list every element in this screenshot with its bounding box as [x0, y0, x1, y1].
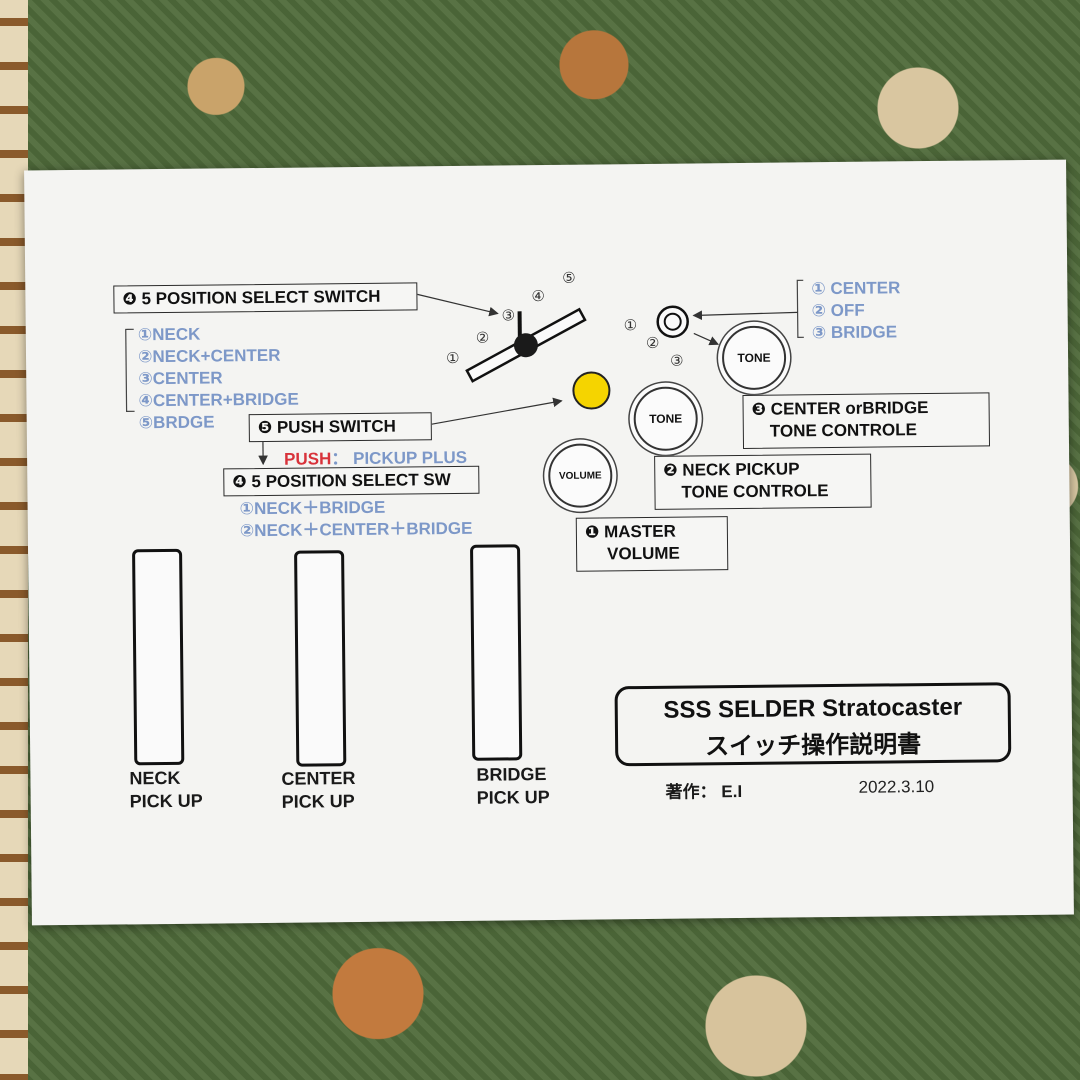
- position-item: ①NECK: [137, 324, 201, 345]
- lever-position-number: ②: [475, 329, 490, 347]
- pickup-label-line: CENTER: [281, 768, 356, 789]
- tone2-callout-line: ❸ CENTER orBRIDGE: [751, 398, 929, 419]
- combo-item: ①NECK＋BRIDGE: [239, 497, 386, 519]
- carpet-border: [0, 0, 28, 1080]
- push-combo-list: ①NECK＋BRIDGE ②NECK＋CENTER＋BRIDGE: [240, 496, 473, 542]
- tone1-callout-line: TONE CONTROLE: [681, 481, 829, 502]
- lever-position-number: ⑤: [562, 269, 576, 287]
- connector-lines: [125, 279, 804, 466]
- push-switch-label: ❺ PUSH SWITCH: [248, 412, 432, 443]
- bridge-pickup: [470, 544, 523, 761]
- instruction-sheet: ❹ 5 POSITION SELECT SWITCH ①NECK ②NECK+C…: [24, 159, 1074, 926]
- mini-switch-item: ③ BRIDGE: [811, 322, 898, 343]
- lever-position-number: ③: [501, 307, 516, 325]
- neck-pickup-label: NECK PICK UP: [129, 767, 202, 814]
- mini-switch-number: ①: [623, 317, 638, 335]
- volume-callout-line: ❶ MASTER: [584, 521, 676, 542]
- volume-callout: ❶ MASTER VOLUME: [575, 516, 729, 572]
- volume-knob: VOLUME: [547, 443, 613, 509]
- pickup-label-line: BRIDGE: [476, 764, 547, 785]
- center-pickup: [294, 550, 347, 767]
- position-item: ③CENTER: [138, 368, 223, 389]
- mini-switch-list: ① CENTER ② OFF ③ BRIDGE: [811, 277, 901, 344]
- tone1-callout-line: ❷ NECK PICKUP: [663, 459, 800, 480]
- title-box: SSS SELDER Stratocaster スイッチ操作説明書: [614, 682, 1012, 767]
- combo-item: ②NECK＋CENTER＋BRIDGE: [239, 518, 473, 541]
- pickup-label-line: PICK UP: [129, 790, 203, 812]
- position-item: ②NECK+CENTER: [137, 345, 281, 367]
- pickup-label-line: PICK UP: [281, 791, 355, 812]
- author: 著作： E.I: [665, 781, 743, 802]
- tone-knob-1: TONE: [633, 386, 699, 452]
- pickup-label-line: PICK UP: [476, 787, 550, 808]
- tone-knob-2: TONE: [721, 325, 787, 391]
- mini-switch-number: ③: [670, 352, 684, 370]
- tone2-callout-line: TONE CONTROLE: [769, 420, 917, 441]
- center-pickup-label: CENTER PICK UP: [281, 767, 355, 814]
- date: 2022.3.10: [858, 776, 935, 797]
- lever-position-number: ④: [531, 288, 545, 306]
- push-word: PUSH: [284, 449, 332, 469]
- title-line-2: スイッチ操作説明書: [705, 731, 922, 761]
- position-item: ④CENTER+BRIDGE: [138, 389, 299, 411]
- mini-switch-item: ② OFF: [811, 300, 865, 321]
- mini-switch-number: ②: [645, 334, 660, 352]
- neck-pickup: [132, 548, 185, 766]
- pickup-label-line: NECK: [129, 767, 181, 789]
- bridge-pickup-label: BRIDGE PICK UP: [476, 763, 549, 810]
- volume-callout-line: VOLUME: [607, 543, 680, 564]
- push-select-sw-label: ❹ 5 POSITION SELECT SW: [223, 465, 480, 497]
- tone2-callout: ❸ CENTER orBRIDGE TONE CONTROLE: [742, 392, 991, 449]
- lever-position-number: ①: [445, 349, 460, 368]
- mini-switch-item: ① CENTER: [811, 278, 901, 299]
- title-line-1: SSS SELDER Stratocaster: [663, 693, 963, 724]
- tone1-callout: ❷ NECK PICKUP TONE CONTROLE: [654, 453, 872, 510]
- select-switch-label: ❹ 5 POSITION SELECT SWITCH: [113, 282, 418, 314]
